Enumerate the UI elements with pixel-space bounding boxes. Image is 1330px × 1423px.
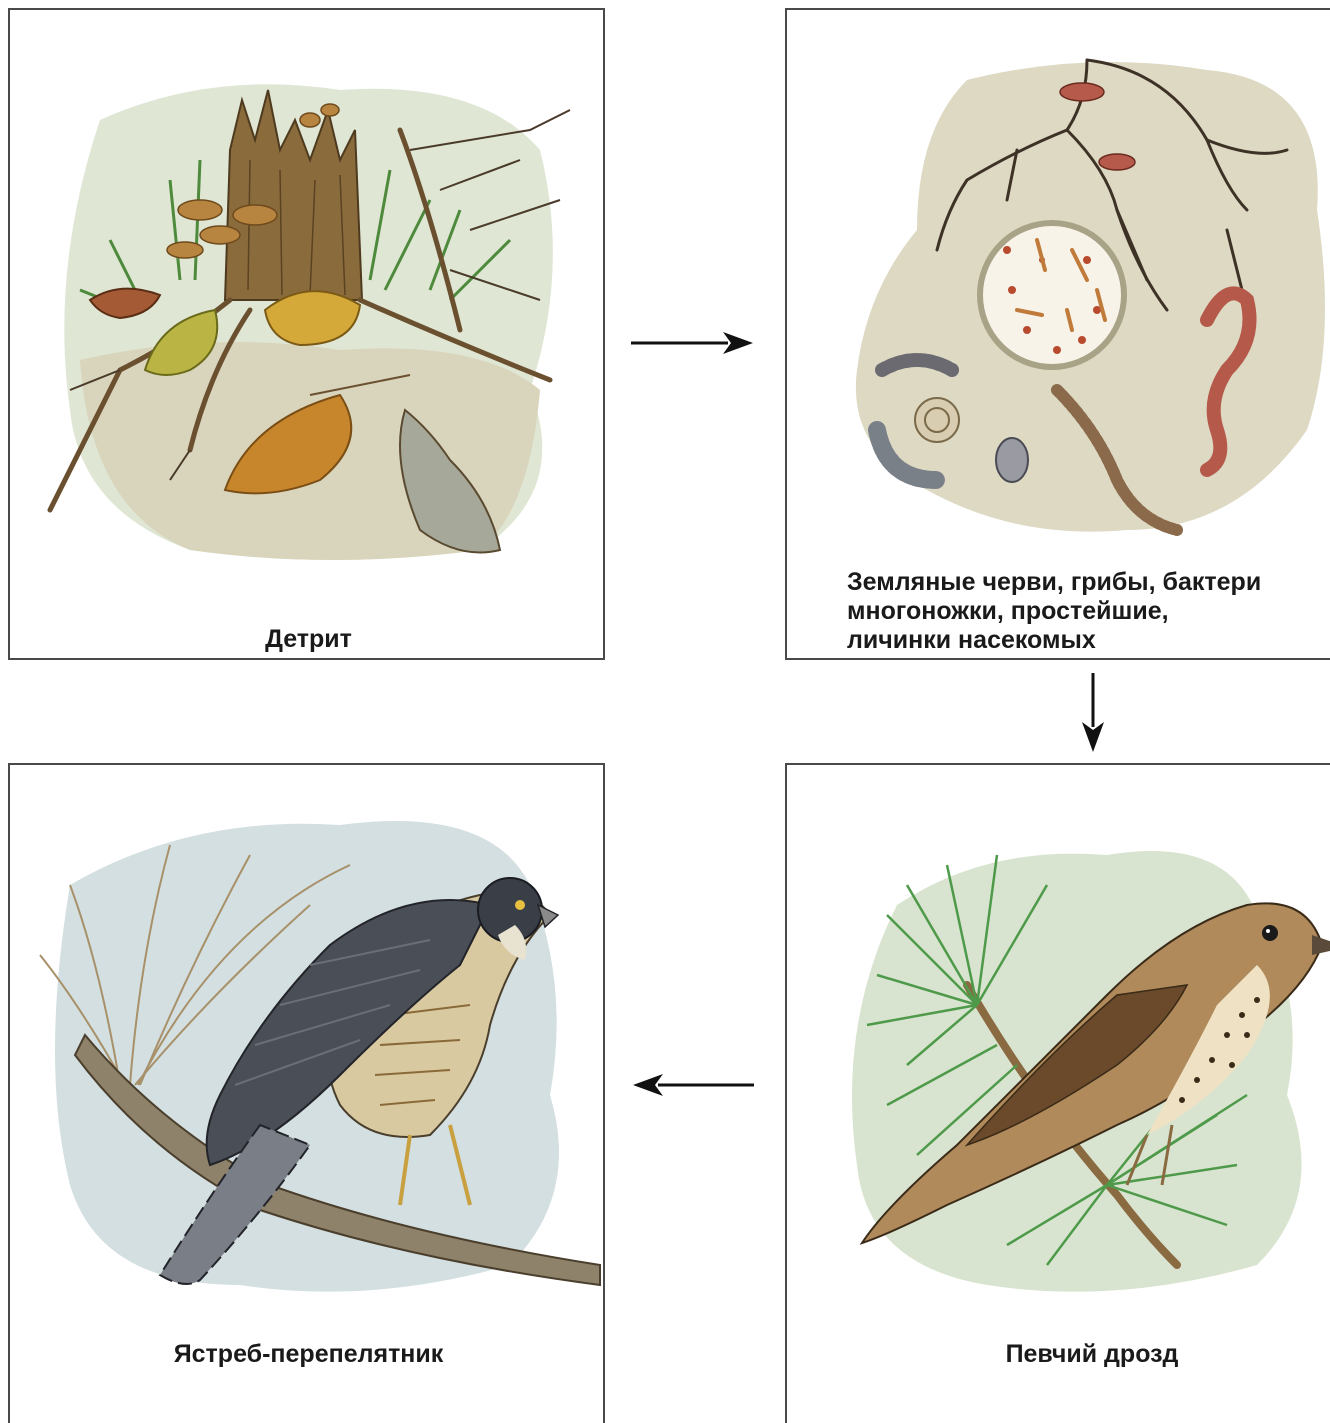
detritus-panel: Детрит xyxy=(8,8,605,660)
detritus-caption: Детрит xyxy=(10,625,605,654)
thrush-panel: Певчий дрозд xyxy=(785,763,1330,1423)
arrow-left xyxy=(628,1067,758,1103)
thrush-caption: Певчий дрозд xyxy=(787,1340,1330,1369)
hawk-panel: Ястреб-перепелятник xyxy=(8,763,605,1423)
hawk-illustration xyxy=(10,765,605,1325)
decomposers-caption: Земляные черви, грибы, бактери многоножк… xyxy=(847,568,1261,655)
detritus-illustration xyxy=(10,10,605,610)
arrow-down xyxy=(1075,665,1111,760)
decomposers-panel: Земляные черви, грибы, бактери многоножк… xyxy=(785,8,1330,660)
decomposers-illustration xyxy=(787,10,1330,560)
arrow-right xyxy=(628,325,758,361)
hawk-caption: Ястреб-перепелятник xyxy=(10,1340,605,1369)
thrush-illustration xyxy=(787,765,1330,1325)
